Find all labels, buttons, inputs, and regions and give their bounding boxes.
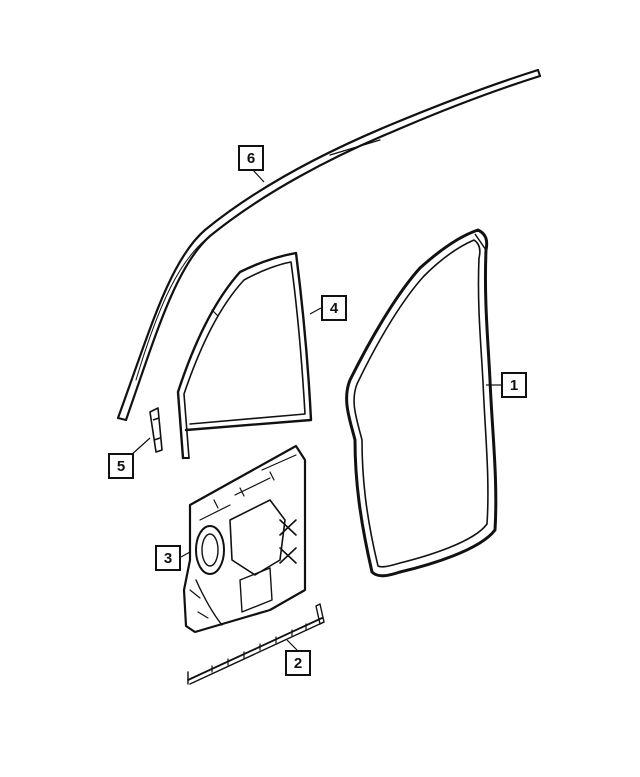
leader-2 bbox=[286, 639, 298, 651]
part-4-glass-run-channel[interactable] bbox=[176, 251, 313, 460]
leader-3 bbox=[180, 551, 191, 558]
part-3-trim-panel[interactable] bbox=[182, 444, 307, 634]
part-1-weatherstrip[interactable] bbox=[345, 228, 498, 578]
part-2-sill-molding[interactable] bbox=[187, 603, 325, 685]
callout-4[interactable]: 4 bbox=[321, 295, 347, 321]
callout-3[interactable]: 3 bbox=[155, 545, 181, 571]
leader-4 bbox=[309, 307, 322, 315]
callout-6[interactable]: 6 bbox=[238, 145, 264, 171]
callout-2[interactable]: 2 bbox=[285, 650, 311, 676]
part-6-molding-strip[interactable] bbox=[116, 68, 542, 422]
leader-lines bbox=[129, 169, 502, 651]
callout-1[interactable]: 1 bbox=[501, 372, 527, 398]
part-5-applique[interactable] bbox=[149, 407, 163, 453]
callout-5[interactable]: 5 bbox=[108, 453, 134, 479]
leader-6 bbox=[252, 169, 265, 183]
